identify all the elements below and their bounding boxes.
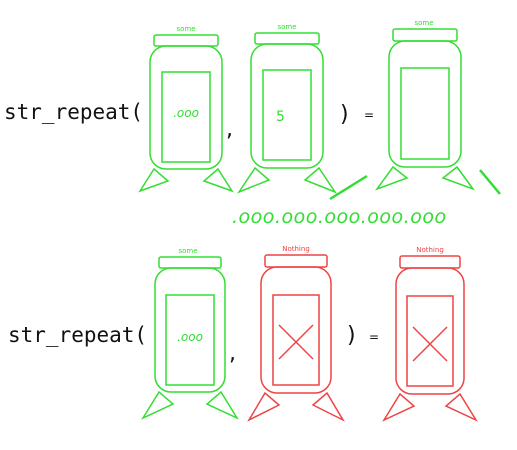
row2-close-paren: ) (347, 323, 356, 348)
jar-lid (264, 254, 328, 268)
row1-close-paren: ) (340, 102, 349, 127)
row1-arg1-value: .ooo (173, 106, 199, 120)
jar-leg-right (205, 390, 239, 420)
jar-body (260, 266, 332, 394)
jar-lid (399, 255, 461, 269)
pour-line-left (329, 174, 368, 201)
empty-cross-stroke (412, 326, 448, 362)
row1-output-tag: some (414, 19, 433, 27)
row1-function-name: str_repeat( (4, 100, 143, 124)
jar-inner-box (406, 295, 454, 387)
row2-arg1-jar (141, 256, 239, 420)
row1-arg1-tag: some (176, 25, 195, 33)
row2-function-name: str_repeat( (8, 323, 147, 347)
jar-body (388, 40, 462, 168)
jar-leg-left (382, 392, 416, 422)
row2-output-tag: Nothing (416, 246, 444, 254)
row1-result-string: .ooo.ooo.ooo.ooo.ooo (232, 206, 447, 228)
jar-leg-left (138, 167, 170, 193)
jar-body (154, 267, 226, 393)
row1-comma: , (226, 117, 233, 142)
jar-leg-left (141, 390, 175, 420)
row1-arg1-jar (138, 34, 234, 193)
pour-line-right (479, 169, 501, 195)
jar-body (395, 267, 465, 395)
jar-leg-right (303, 166, 337, 194)
row2-arg1-tag: some (178, 247, 197, 255)
row1-arg2-tag: some (277, 23, 296, 31)
row2-arg1-value: .ooo (177, 330, 203, 344)
jar-inner-box (272, 294, 320, 386)
row1-output-jar (374, 28, 476, 191)
row1-arg2-value: 5 (276, 109, 285, 125)
row2-arg2-tag: Nothing (282, 245, 310, 253)
jar-leg-left (374, 165, 409, 191)
row1-equals: = (364, 108, 374, 122)
row2-output-jar (382, 255, 478, 422)
empty-cross-stroke (278, 324, 314, 360)
jar-leg-right (441, 165, 476, 191)
row2-equals: = (369, 330, 379, 344)
jar-inner-box (400, 67, 450, 160)
jar-lid (392, 28, 458, 42)
jar-lid (254, 32, 320, 45)
jar-inner-box (161, 71, 211, 163)
jar-leg-left (247, 391, 281, 422)
jar-body (250, 43, 324, 169)
jar-body (149, 45, 223, 170)
jar-leg-right (202, 167, 234, 193)
jar-leg-right (311, 391, 345, 422)
jar-lid (153, 34, 219, 47)
jar-leg-left (237, 166, 271, 194)
row2-arg2-jar (247, 254, 345, 422)
jar-inner-box (262, 69, 312, 161)
jar-inner-box (165, 294, 215, 386)
row1-arg2-jar (237, 32, 337, 194)
jar-leg-right (444, 392, 478, 422)
row2-comma: , (229, 341, 236, 366)
jar-lid (158, 256, 222, 269)
